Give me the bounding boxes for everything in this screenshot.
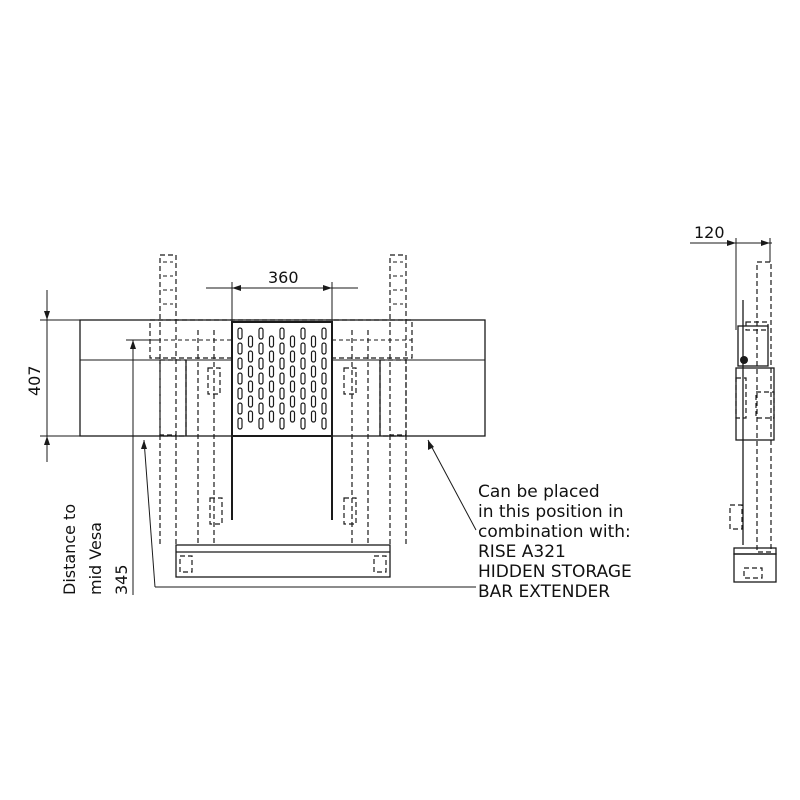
perforation-slot xyxy=(321,342,327,355)
dimension-height xyxy=(40,290,80,462)
note-line-1: Can be placed xyxy=(478,482,600,502)
perforation-slot xyxy=(310,335,317,348)
perforation-slot xyxy=(279,387,285,400)
perforation-slot xyxy=(268,395,275,408)
perforation-slot xyxy=(300,342,306,355)
perforation-slot xyxy=(247,335,254,348)
perforation-slot xyxy=(310,350,317,363)
side-storage-left xyxy=(159,359,187,437)
perforation-slot xyxy=(268,410,275,423)
perforation-slot xyxy=(300,327,306,340)
front-view: 360 407 Distance to mid Vesa 345 xyxy=(25,254,632,602)
perforation-slot xyxy=(258,417,264,430)
perforation-slot xyxy=(247,410,254,423)
storage-panel xyxy=(231,321,333,520)
dimension-depth xyxy=(690,238,772,330)
perforation-slot xyxy=(247,350,254,363)
note-leaders xyxy=(141,439,477,588)
note-line-4: RISE A321 xyxy=(478,542,566,562)
dimension-width-label: 360 xyxy=(268,268,299,287)
perforation-slot xyxy=(300,357,306,370)
perforation-slot xyxy=(258,372,264,385)
note-line-6: BAR EXTENDER xyxy=(478,582,610,602)
note-line-3: combination with: xyxy=(478,522,631,542)
dimension-width xyxy=(206,282,358,322)
perforation-slot xyxy=(237,357,243,370)
perforation-slot xyxy=(300,387,306,400)
perforation-slot xyxy=(310,380,317,393)
perforation-slot xyxy=(258,402,264,415)
dimension-height-label: 407 xyxy=(25,365,44,396)
perforation-slot xyxy=(258,342,264,355)
note-line-2: in this position in xyxy=(478,502,624,522)
dimension-distance xyxy=(126,339,160,595)
perforation-slot xyxy=(258,387,264,400)
perforation-slot xyxy=(237,417,243,430)
perforation-slot xyxy=(268,380,275,393)
side-view: 120 xyxy=(690,223,777,583)
perforation-slot xyxy=(321,372,327,385)
perforation-slot xyxy=(300,417,306,430)
distance-label-line2: mid Vesa xyxy=(86,522,105,595)
perforation-slot xyxy=(289,350,296,363)
perforation-slot xyxy=(321,357,327,370)
upright-right xyxy=(389,254,407,436)
note-line-5: HIDDEN STORAGE xyxy=(478,562,632,582)
side-storage-right xyxy=(379,359,407,437)
mount-crossbar xyxy=(149,319,413,359)
perforation-slot xyxy=(310,410,317,423)
perforation-slot xyxy=(310,395,317,408)
upright-left xyxy=(159,254,177,436)
perforation-slot xyxy=(289,365,296,378)
perforation-slot xyxy=(321,387,327,400)
perforation-slot xyxy=(237,342,243,355)
perforation-slot xyxy=(279,342,285,355)
perforation-slot xyxy=(321,417,327,430)
perforation-slot xyxy=(237,402,243,415)
perforation-slot xyxy=(279,357,285,370)
perforation-slot xyxy=(279,327,285,340)
placement-note: Can be placed in this position in combin… xyxy=(478,482,632,602)
perforation-slot xyxy=(247,395,254,408)
perforation-slot xyxy=(258,357,264,370)
brackets xyxy=(207,367,357,525)
perforation-slot xyxy=(279,372,285,385)
perforation-slot xyxy=(237,372,243,385)
distance-value: 345 xyxy=(112,564,131,595)
perforation-slot xyxy=(247,380,254,393)
perforation-slot xyxy=(279,417,285,430)
distance-label-line1: Distance to xyxy=(60,504,79,595)
perforation-slot xyxy=(268,350,275,363)
perforation-slot xyxy=(289,410,296,423)
perforation-slot xyxy=(237,327,243,340)
perforation-slot xyxy=(268,365,275,378)
perforation-slot xyxy=(300,402,306,415)
base xyxy=(175,544,391,578)
perforation-slot xyxy=(279,402,285,415)
perforation-slot xyxy=(300,372,306,385)
perforation-slot xyxy=(258,327,264,340)
perforation-slot xyxy=(310,365,317,378)
perforation-slot xyxy=(321,327,327,340)
perforation-slot xyxy=(268,335,275,348)
perforation-slot xyxy=(321,402,327,415)
perforation-slot xyxy=(289,335,296,348)
perforation-slot xyxy=(247,365,254,378)
perforation-slot xyxy=(237,387,243,400)
dimension-depth-label: 120 xyxy=(694,223,725,242)
perforation-slot xyxy=(289,395,296,408)
perforation-slot xyxy=(289,380,296,393)
